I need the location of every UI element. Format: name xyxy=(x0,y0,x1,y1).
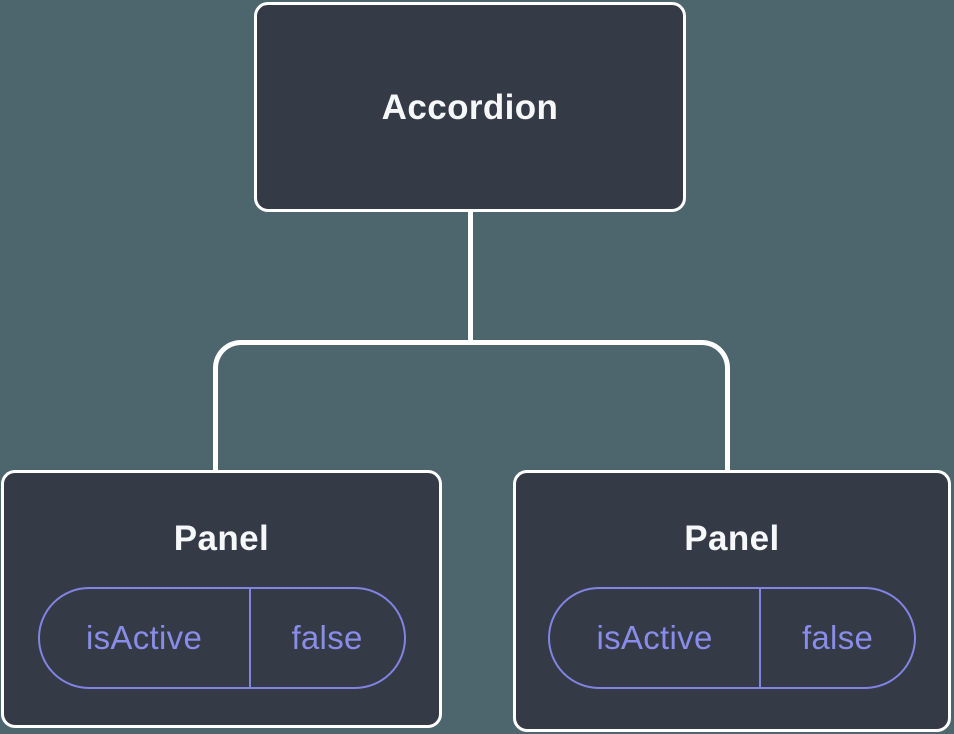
child-node-panel-2: Panel isActive false xyxy=(513,470,951,732)
panel-1-label: Panel xyxy=(173,519,270,558)
panel-1-state-pill: isActive false xyxy=(37,587,406,689)
root-node-accordion: Accordion xyxy=(254,2,686,212)
child-node-panel-1: Panel isActive false xyxy=(1,470,442,728)
panel-2-state-key: isActive xyxy=(550,589,762,687)
panel-2-state-pill: isActive false xyxy=(548,587,916,689)
panel-2-state-value: false xyxy=(801,619,874,656)
panel-2-label: Panel xyxy=(684,519,780,558)
panel-1-state-key: isActive xyxy=(40,589,251,687)
panel-1-state-value: false xyxy=(291,619,363,656)
root-node-label: Accordion xyxy=(381,87,559,127)
connector-bracket xyxy=(213,340,730,470)
connector-stem xyxy=(468,212,473,343)
